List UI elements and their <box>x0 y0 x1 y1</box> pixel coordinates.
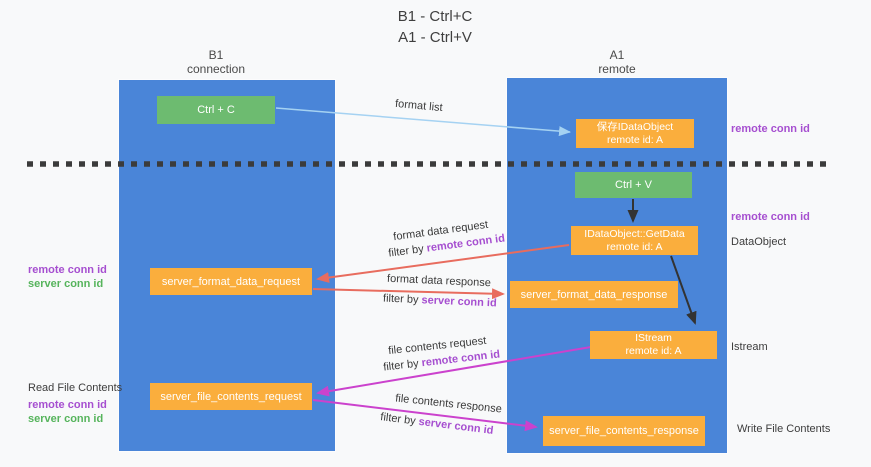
ctrl-c-label: Ctrl + C <box>197 104 235 116</box>
ctrl-v-label: Ctrl + V <box>615 179 652 191</box>
istream-title: IStream <box>635 332 672 344</box>
left-column-header: B1 connection <box>116 48 316 76</box>
read-file-contents-label: Read File Contents <box>28 382 123 394</box>
save-dataobject-remote-id: remote id: A <box>606 133 664 146</box>
istream-side-label: Istream <box>731 341 768 353</box>
getdata-remote-id: remote id: A <box>606 240 663 253</box>
write-file-contents-label: Write File Contents <box>737 423 831 435</box>
ctrl-v-box: Ctrl + V <box>575 172 692 198</box>
filter-format-response-label: filter by server conn id <box>383 293 497 310</box>
dataobject-label: DataObject <box>731 236 787 248</box>
title-line-1: B1 - Ctrl+C <box>397 8 473 25</box>
getdata-title: IDataObject::GetData <box>584 227 685 240</box>
server-file-contents-response-label: server_file_contents_response <box>549 425 699 437</box>
getdata-box: IDataObject::GetData remote id: A <box>571 226 698 255</box>
diagram-title: B1 - Ctrl+C A1 - Ctrl+V <box>300 6 570 48</box>
server-format-data-response-box: server_format_data_response <box>510 281 678 308</box>
format-data-response-label: format data response <box>386 272 492 290</box>
title-line-2: A1 - Ctrl+V <box>398 29 472 46</box>
file-contents-response-label: file contents response <box>394 392 503 416</box>
filter-format-response-id: server conn id <box>421 294 497 310</box>
left-remote-conn-id-1: remote conn id <box>28 264 107 276</box>
left-remote-conn-id-2: remote conn id <box>28 399 107 411</box>
left-server-conn-id-1: server conn id <box>28 278 104 290</box>
save-dataobject-title: 保存IDataObject <box>596 120 674 133</box>
format-list-label: format list <box>394 97 444 115</box>
istream-box: IStream remote id: A <box>590 331 717 359</box>
left-column-name: B1 <box>208 48 224 62</box>
server-format-data-request-box: server_format_data_request <box>150 268 312 295</box>
filter-file-response-prefix: filter by <box>379 411 420 428</box>
right-column-subtitle: remote <box>598 62 636 76</box>
left-server-conn-id-2: server conn id <box>28 413 104 425</box>
ctrl-c-box: Ctrl + C <box>157 96 275 124</box>
server-format-data-response-label: server_format_data_response <box>520 288 668 301</box>
filter-format-request-prefix: filter by <box>387 242 428 260</box>
server-file-contents-request-label: server_file_contents_request <box>160 390 302 403</box>
filter-file-response-id: server conn id <box>417 415 495 437</box>
server-file-contents-request-box: server_file_contents_request <box>150 383 312 410</box>
right-remote-conn-id-mid: remote conn id <box>731 211 810 223</box>
filter-file-response-label: filter by server conn id <box>380 411 494 437</box>
istream-remote-id: remote id: A <box>625 345 682 357</box>
filter-file-request-prefix: filter by <box>382 357 423 374</box>
right-column-header: A1 remote <box>517 48 717 76</box>
right-column-name: A1 <box>609 48 625 62</box>
right-remote-conn-id-top: remote conn id <box>731 123 810 135</box>
server-format-data-request-label: server_format_data_request <box>161 275 301 288</box>
left-column-subtitle: connection <box>186 62 246 76</box>
filter-format-response-prefix: filter by <box>382 292 422 307</box>
server-file-contents-response-box: server_file_contents_response <box>543 416 705 446</box>
save-dataobject-box: 保存IDataObject remote id: A <box>576 119 694 148</box>
